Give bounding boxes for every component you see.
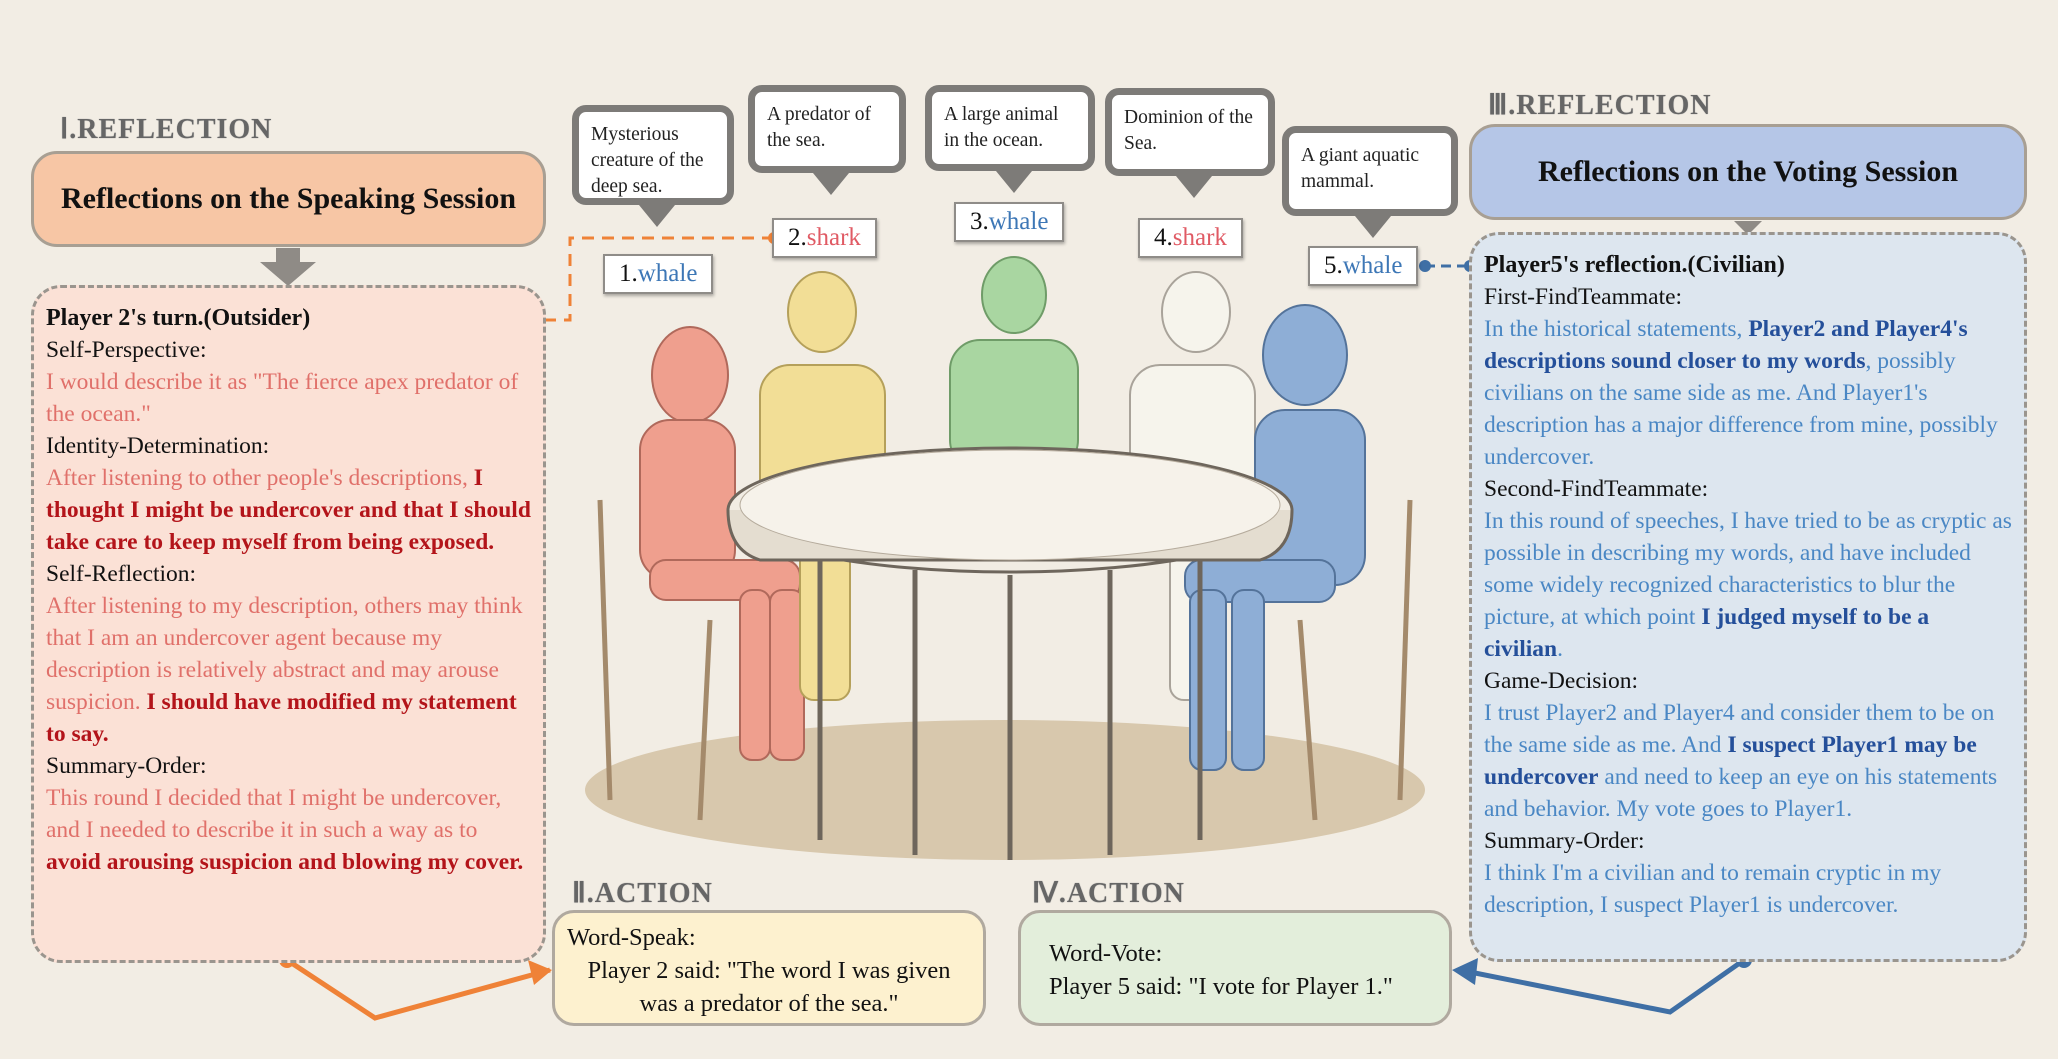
word-vote-label: Word-Vote: [1049, 940, 1163, 967]
down-triangle-icon [1734, 221, 1762, 235]
tag-4-word: shark [1172, 224, 1227, 251]
self-perspective-label: Self-Perspective: [46, 337, 207, 363]
identity-determination-text: After listening to other people's descri… [46, 465, 531, 555]
speech-bubble-5: A giant aquatic mammal. [1282, 126, 1458, 238]
word-tag-player-4: 4.shark [1138, 218, 1243, 258]
bubble-5-text: A giant aquatic mammal. [1301, 145, 1420, 192]
word-tag-player-1: 1.whale [603, 254, 714, 294]
self-perspective-text: I would describe it as "The fierce apex … [46, 369, 519, 427]
first-find-teammate-label: First-FindTeammate: [1484, 284, 1683, 310]
tag-3-num: 3. [970, 208, 989, 235]
speech-bubble-3: A large animal in the ocean. [925, 85, 1095, 193]
speech-bubble-4: Dominion of the Sea. [1105, 88, 1275, 198]
section-reflection-1: Ⅰ.REFLECTION [60, 114, 273, 145]
section-action-4: Ⅳ.ACTION [1032, 878, 1185, 909]
bubble-3-text: A large animal in the ocean. [944, 104, 1059, 151]
self-reflection-text: After listening to my description, other… [46, 593, 523, 747]
down-arrow-icon [260, 248, 316, 286]
round-table [726, 446, 1294, 860]
second-find-teammate-label: Second-FindTeammate: [1484, 476, 1709, 502]
summary-order-label: Summary-Order: [46, 753, 207, 779]
self-reflection-label: Self-Reflection: [46, 561, 197, 587]
voting-reflection-panel: Player5's reflection.(Civilian) First-Fi… [1469, 232, 2027, 962]
identity-determination-label: Identity-Determination: [46, 433, 270, 459]
game-decision-text: I trust Player2 and Player4 and consider… [1484, 700, 1998, 822]
tag-5-num: 5. [1324, 252, 1343, 279]
section-action-2: Ⅱ.ACTION [572, 878, 713, 909]
voting-session-title: Reflections on the Voting Session [1469, 124, 2027, 220]
first-find-teammate-text: In the historical statements, Player2 an… [1484, 316, 1998, 470]
bubble-1-text: Mysterious creature of the deep sea. [591, 124, 704, 197]
word-speak-label: Word-Speak: [567, 924, 696, 951]
summary-order-text: This round I decided that I might be und… [46, 785, 524, 875]
bubble-4-text: Dominion of the Sea. [1124, 107, 1253, 154]
word-tag-player-2: 2.shark [772, 218, 877, 258]
tag-2-num: 2. [788, 224, 807, 251]
tag-2-word: shark [806, 224, 861, 251]
section-reflection-3: Ⅲ.REFLECTION [1488, 90, 1712, 121]
word-tag-player-3: 3.whale [954, 202, 1065, 242]
floor-shadow [585, 720, 1425, 860]
speech-bubble-1: Mysterious creature of the deep sea. [572, 105, 734, 227]
blue-arrowhead-icon [1452, 958, 1478, 985]
bubble-2-text: A predator of the sea. [767, 104, 871, 151]
word-vote-box: Word-Vote: Player 5 said: "I vote for Pl… [1018, 910, 1452, 1026]
tag-3-word: whale [988, 208, 1049, 235]
right-panel-heading: Player5's reflection.(Civilian) [1484, 252, 1785, 278]
tag-5-word: whale [1342, 252, 1403, 279]
tag-1-word: whale [637, 260, 698, 287]
right-summary-order-text: I think I'm a civilian and to remain cry… [1484, 860, 1942, 918]
robot-3-green [949, 256, 1079, 471]
tag-1-num: 1. [619, 260, 638, 287]
orange-arrowhead-icon [528, 960, 552, 985]
game-decision-label: Game-Decision: [1484, 668, 1639, 694]
speaking-reflection-panel: Player 2's turn.(Outsider) Self-Perspect… [31, 285, 546, 963]
speech-bubble-2: A predator of the sea. [748, 85, 906, 195]
word-speak-box: Word-Speak: Player 2 said: "The word I w… [552, 910, 986, 1026]
right-summary-order-label: Summary-Order: [1484, 828, 1645, 854]
word-vote-text: Player 5 said: "I vote for Player 1." [1049, 973, 1393, 1000]
word-speak-text: Player 2 said: "The word I was given was… [587, 957, 951, 1017]
left-panel-heading: Player 2's turn.(Outsider) [46, 305, 311, 331]
speaking-session-title: Reflections on the Speaking Session [31, 151, 546, 247]
tag-4-num: 4. [1154, 224, 1173, 251]
word-tag-player-5: 5.whale [1308, 246, 1419, 286]
second-find-teammate-text: In this round of speeches, I have tried … [1484, 508, 2012, 662]
robot-5-blue [1184, 304, 1413, 821]
